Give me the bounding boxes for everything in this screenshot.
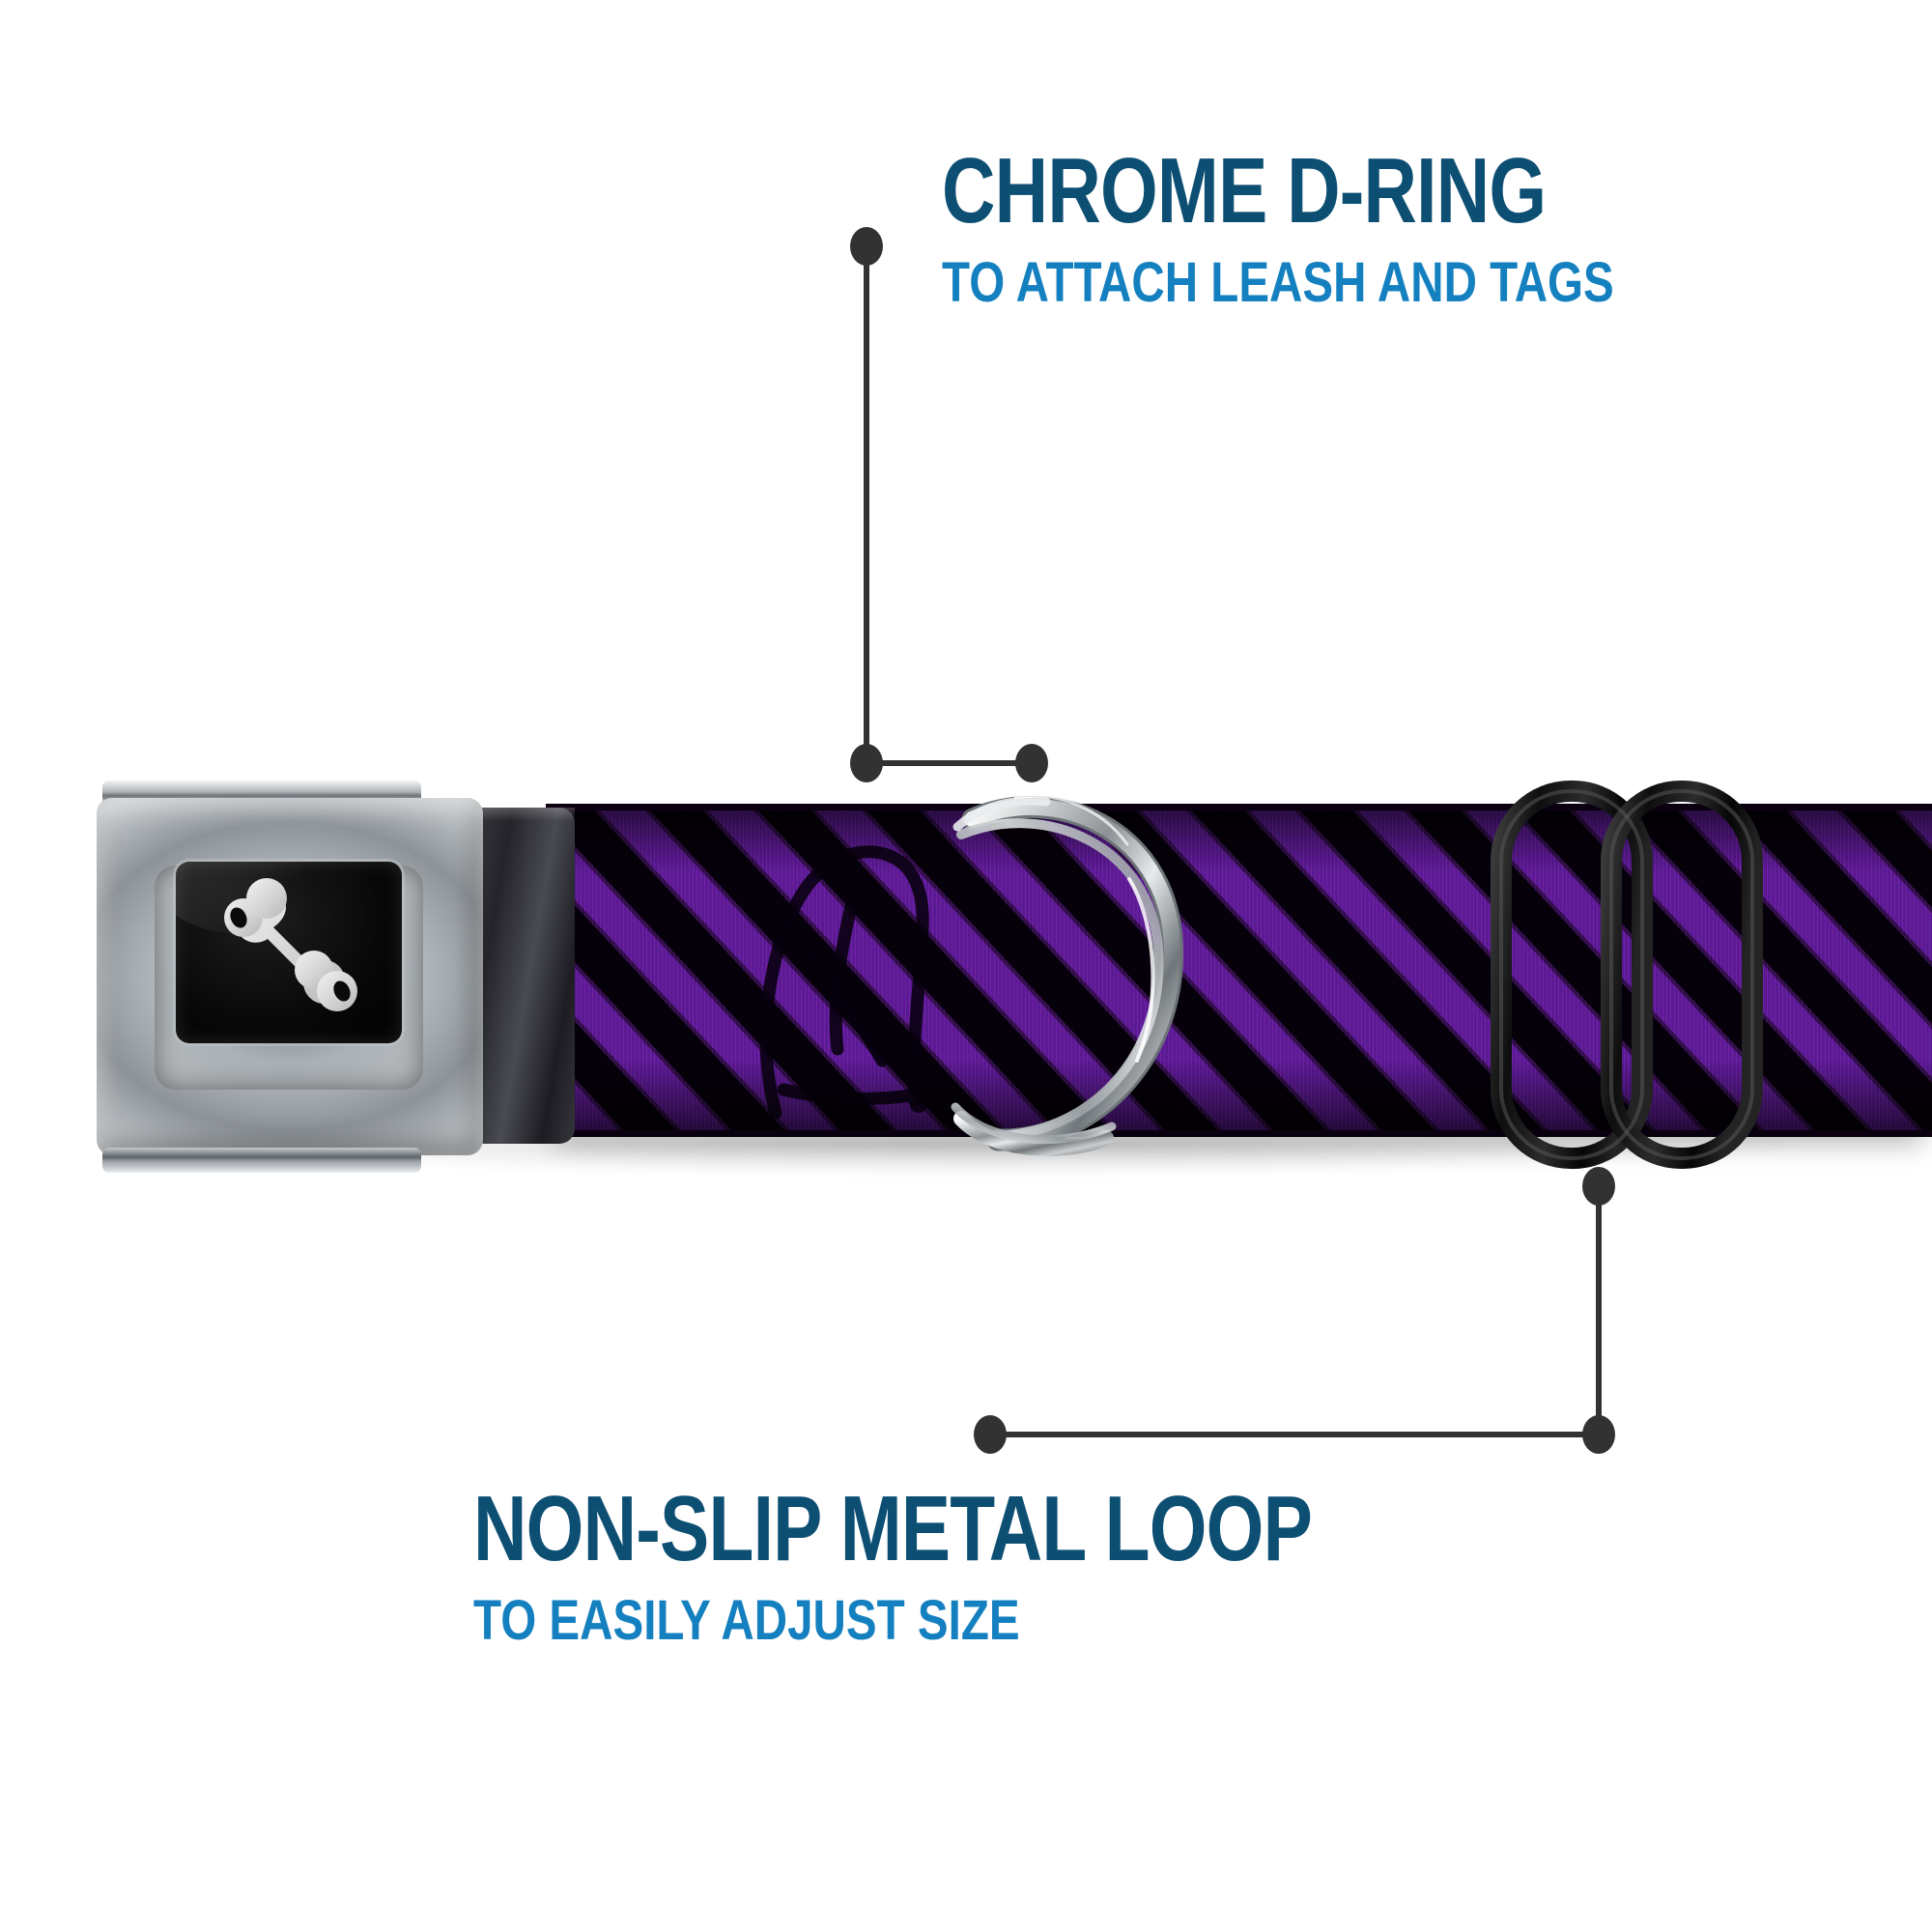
callout-subtitle-non-slip-metal-loop: TO EASILY ADJUST SIZE <box>473 1589 1020 1652</box>
leader-horizontal-segment-top <box>867 760 1032 766</box>
leader-dot-top-anchor <box>850 227 883 266</box>
callout-chrome-d-ring: CHROME D-RING TO ATTACH LEASH AND TAGS <box>942 145 1761 311</box>
callout-title-chrome-d-ring: CHROME D-RING <box>942 139 1547 242</box>
buckle-strap-clamp <box>467 808 575 1144</box>
leader-dot-bottom-target <box>974 1415 1007 1454</box>
dog-bone-icon <box>224 878 357 1011</box>
leader-dot-bottom-anchor <box>1582 1167 1615 1206</box>
leader-dot-top-target <box>1015 744 1048 782</box>
leader-dot-top-corner <box>850 744 883 782</box>
buckle-logo-plate <box>176 862 402 1043</box>
leader-vertical-segment-bottom <box>1596 1186 1602 1435</box>
chrome-seatbelt-buckle <box>97 773 575 1179</box>
callout-title-non-slip-metal-loop: NON-SLIP METAL LOOP <box>473 1477 1313 1580</box>
leader-vertical-segment-top <box>864 246 869 763</box>
strap-top-edge <box>546 804 1932 810</box>
chrome-d-ring <box>951 794 1183 1156</box>
callout-non-slip-metal-loop: NON-SLIP METAL LOOP TO EASILY ADJUST SIZ… <box>473 1483 1521 1649</box>
callout-subtitle-chrome-d-ring: TO ATTACH LEASH AND TAGS <box>942 251 1614 314</box>
webbing-strap <box>546 804 1932 1137</box>
leader-dot-bottom-corner <box>1582 1415 1615 1454</box>
non-slip-metal-loop <box>1491 781 1763 1169</box>
buckle-bottom-lip <box>102 1148 421 1173</box>
leader-horizontal-segment-bottom <box>990 1432 1599 1437</box>
strap-bottom-edge <box>546 1130 1932 1137</box>
strap-bottom-shading <box>546 1060 1932 1137</box>
strap-top-shading <box>546 804 1932 871</box>
